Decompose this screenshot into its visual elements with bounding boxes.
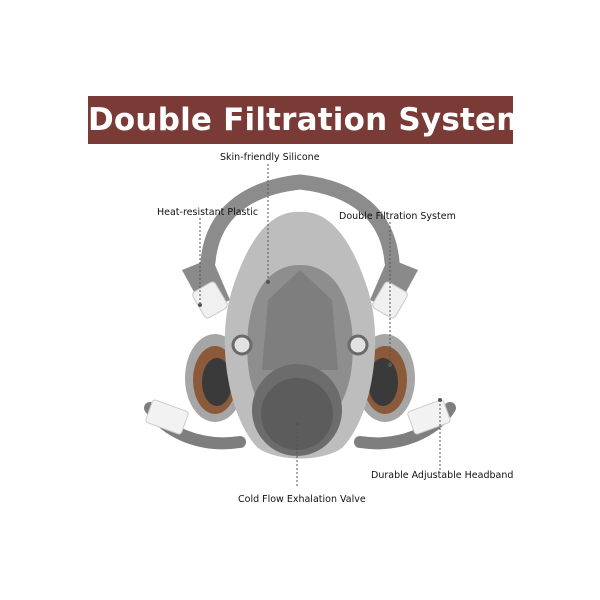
- inhalation-port-left: [231, 334, 253, 356]
- leader-dot-valve: [295, 422, 299, 426]
- exhalation-valve: [252, 364, 342, 456]
- callout-heat-resistant-plastic: Heat-resistant Plastic: [157, 207, 259, 218]
- headband-top: [200, 174, 400, 270]
- leader-dot-headband: [438, 398, 442, 402]
- callout-double-filtration-system: Double Filtration System: [339, 211, 456, 222]
- banner-title: Double Filtration System: [88, 102, 529, 138]
- inhalation-port-right: [347, 334, 369, 356]
- callout-cold-flow-exhalation-valve: Cold Flow Exhalation Valve: [238, 494, 366, 505]
- mask-body-center: [262, 270, 338, 370]
- lower-buckle-left: [145, 399, 189, 435]
- leader-dot-silicone: [266, 280, 270, 284]
- leader-dot-filtration: [388, 363, 392, 367]
- title-banner: Double Filtration System: [88, 96, 529, 144]
- callout-durable-adjustable-headband: Durable Adjustable Headband: [371, 470, 514, 481]
- leader-dot-plastic: [198, 303, 202, 307]
- lower-buckle-right: [407, 399, 451, 435]
- callout-skin-friendly-silicone: Skin-friendly Silicone: [220, 152, 320, 163]
